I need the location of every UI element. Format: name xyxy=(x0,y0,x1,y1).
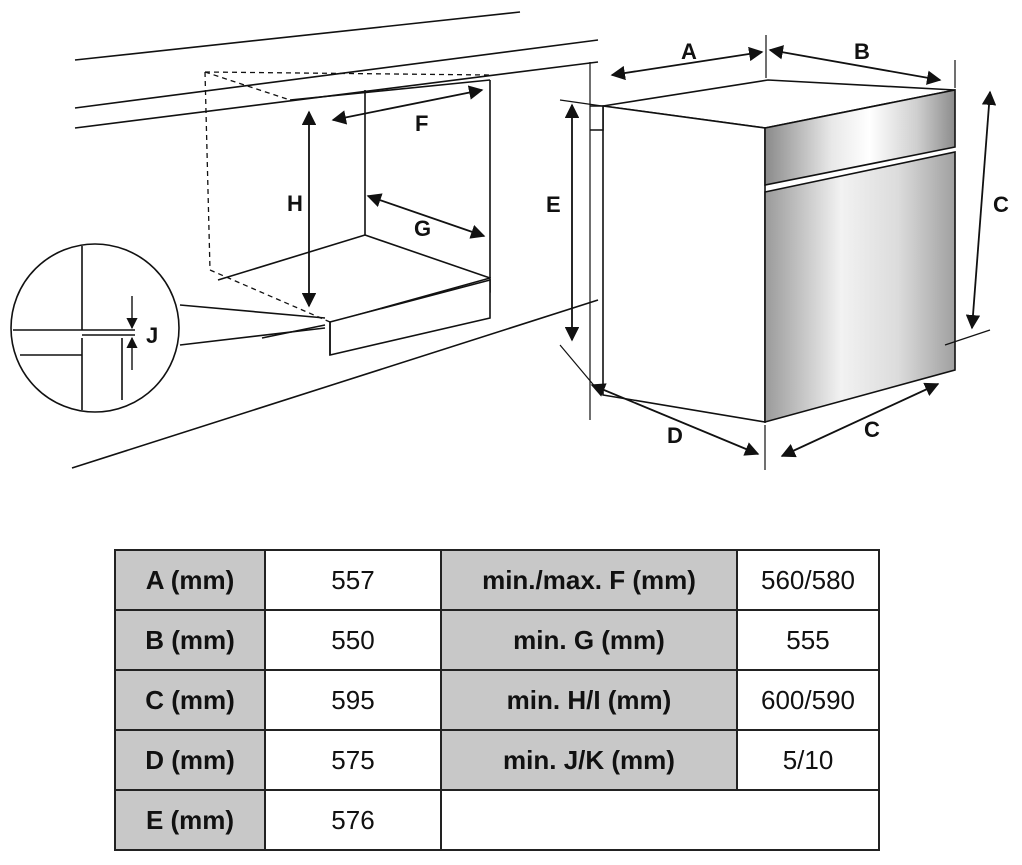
label-a: A xyxy=(681,39,697,64)
dimension-value: 576 xyxy=(264,789,442,851)
label-c-width: C xyxy=(864,417,880,442)
table-row: B (mm) 550 min. G (mm) 555 xyxy=(114,609,880,671)
dimension-name: min. G (mm) xyxy=(440,609,738,671)
oven xyxy=(590,79,956,424)
extension-lines xyxy=(559,35,991,470)
dimension-value: 575 xyxy=(264,729,442,791)
dimension-value: 5/10 xyxy=(736,729,880,791)
label-h: H xyxy=(287,191,303,216)
table-row: E (mm) 576 xyxy=(114,789,880,851)
dimension-arrows-left xyxy=(301,85,486,308)
dimensions-table: A (mm) 557 min./max. F (mm) 560/580 B (m… xyxy=(114,549,880,851)
detail-magnifier xyxy=(10,243,326,413)
dimension-value: 600/590 xyxy=(736,669,880,731)
dimension-value: 555 xyxy=(736,609,880,671)
dimension-name: B (mm) xyxy=(114,609,266,671)
dimension-value: 595 xyxy=(264,669,442,731)
installation-diagram: A B C C D E F G H J xyxy=(10,11,1009,470)
label-e: E xyxy=(546,192,561,217)
empty-cell xyxy=(440,789,880,851)
dimension-value: 560/580 xyxy=(736,549,880,611)
dimension-arrows-right xyxy=(564,45,997,458)
dimension-name: E (mm) xyxy=(114,789,266,851)
label-g: G xyxy=(414,216,431,241)
label-f: F xyxy=(415,111,428,136)
table-row: A (mm) 557 min./max. F (mm) 560/580 xyxy=(114,549,880,611)
table-row: D (mm) 575 min. J/K (mm) 5/10 xyxy=(114,729,880,791)
table-row: C (mm) 595 min. H/I (mm) 600/590 xyxy=(114,669,880,731)
label-j: J xyxy=(146,323,158,348)
dimension-name: min. H/I (mm) xyxy=(440,669,738,731)
dimension-value: 557 xyxy=(264,549,442,611)
dimension-name: A (mm) xyxy=(114,549,266,611)
dimension-name: min./max. F (mm) xyxy=(440,549,738,611)
label-d: D xyxy=(667,423,683,448)
cabinet-niche xyxy=(71,11,599,469)
label-c-height: C xyxy=(993,192,1009,217)
dimension-name: D (mm) xyxy=(114,729,266,791)
dimension-value: 550 xyxy=(264,609,442,671)
dimension-name: min. J/K (mm) xyxy=(440,729,738,791)
label-b: B xyxy=(854,39,870,64)
dimension-name: C (mm) xyxy=(114,669,266,731)
